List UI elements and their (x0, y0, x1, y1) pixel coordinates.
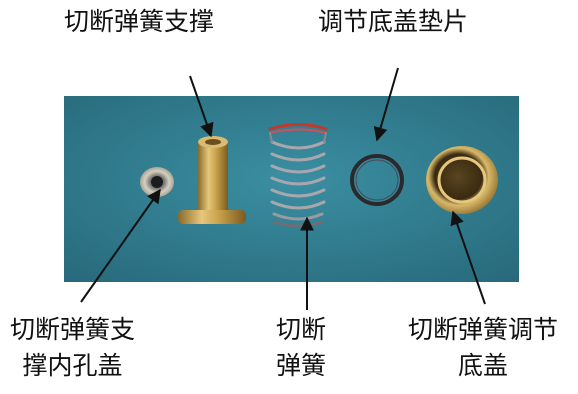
label-cutoff-spring: 切断 弹簧 (276, 312, 326, 384)
label-support-inner-cap-line1: 切断弹簧支 (10, 315, 136, 344)
spring-support-part (178, 136, 246, 224)
label-adjust-bottom-cap-line1: 切断弹簧调节 (408, 315, 559, 344)
adjust-cap-gasket-part (350, 154, 404, 206)
arrow-support-inner-cap (80, 188, 161, 303)
label-cutoff-spring-line1: 切断 (276, 315, 327, 344)
adjust-bottom-cap-part (426, 146, 498, 214)
parts-photo (64, 96, 519, 282)
arrow-adjust-bottom-cap (450, 210, 486, 305)
cutoff-spring-part (268, 123, 328, 228)
label-spring-support: 切断弹簧支撑 (64, 7, 215, 36)
label-support-inner-cap: 切断弹簧支 撑内孔盖 (10, 312, 135, 384)
arrow-adjust-cap-gasket (373, 67, 399, 142)
label-cutoff-spring-line2: 弹簧 (276, 351, 327, 380)
arrow-spring-support (189, 75, 214, 138)
label-support-inner-cap-line2: 撑内孔盖 (22, 351, 123, 380)
label-adjust-bottom-cap: 切断弹簧调节 底盖 (408, 312, 558, 384)
label-adjust-bottom-cap-line2: 底盖 (458, 351, 509, 380)
label-adjust-cap-gasket: 调节底盖垫片 (318, 7, 469, 36)
